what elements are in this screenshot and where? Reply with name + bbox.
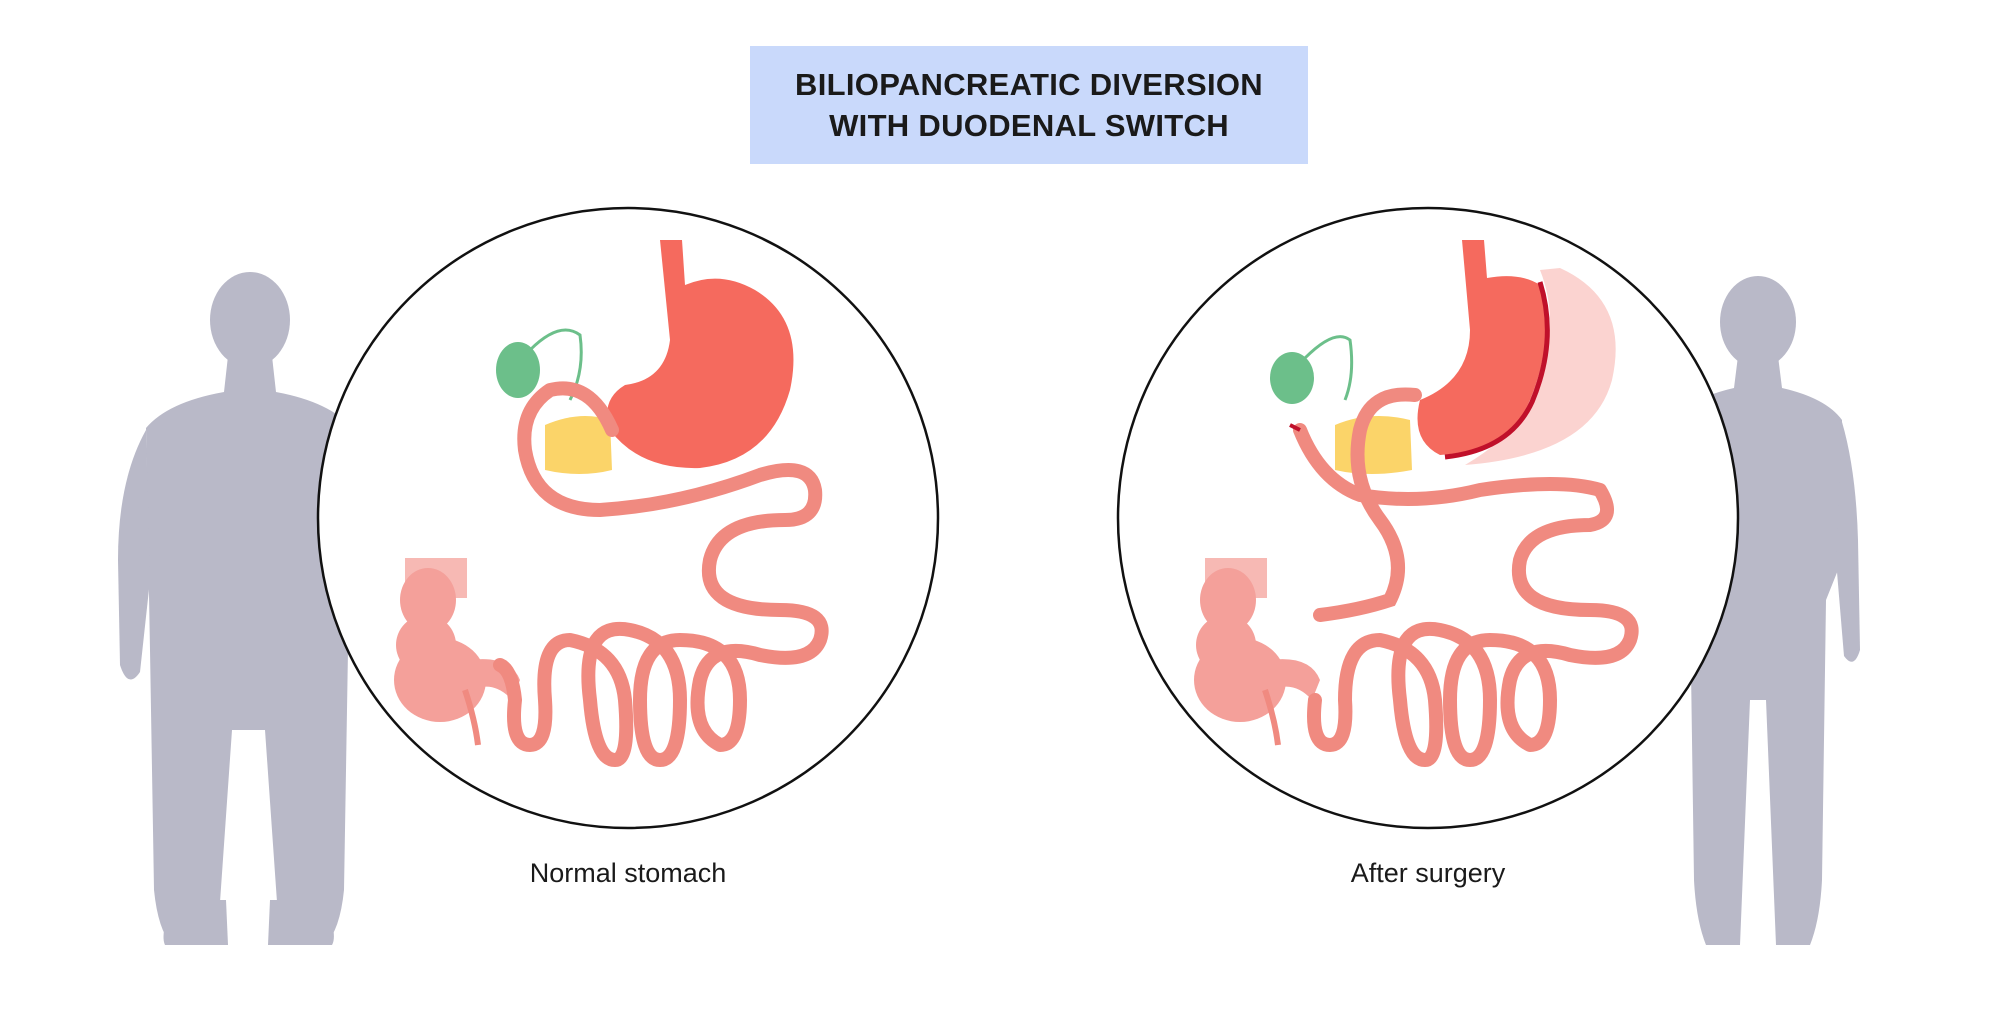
removed-stomach-portion xyxy=(1465,268,1616,465)
panel-circle-right xyxy=(1116,206,1740,830)
gallbladder-right xyxy=(1270,352,1314,404)
pancreas-right xyxy=(1335,416,1412,474)
title-line-1: BILIOPANCREATIC DIVERSION xyxy=(795,67,1263,102)
sleeve-stomach xyxy=(1417,240,1546,455)
stomach-left xyxy=(607,240,794,469)
pancreas-left xyxy=(545,416,612,474)
duodenal-switch-limb xyxy=(1313,387,1422,622)
colon-right xyxy=(1194,558,1320,722)
caption-after-surgery: After surgery xyxy=(1350,858,1506,888)
small-intestine-left xyxy=(493,381,829,767)
after-surgery-panel xyxy=(1116,206,1740,830)
staple-line xyxy=(1444,281,1550,460)
title-line-2: WITH DUODENAL SWITCH xyxy=(829,108,1229,143)
caption-normal-stomach: Normal stomach xyxy=(529,858,727,888)
title-box: BILIOPANCREATIC DIVERSION WITH DUODENAL … xyxy=(750,46,1308,164)
colon-left xyxy=(394,558,520,722)
gallbladder-left xyxy=(496,342,540,398)
small-intestine-right xyxy=(1293,423,1639,767)
normal-stomach-panel xyxy=(316,206,940,830)
